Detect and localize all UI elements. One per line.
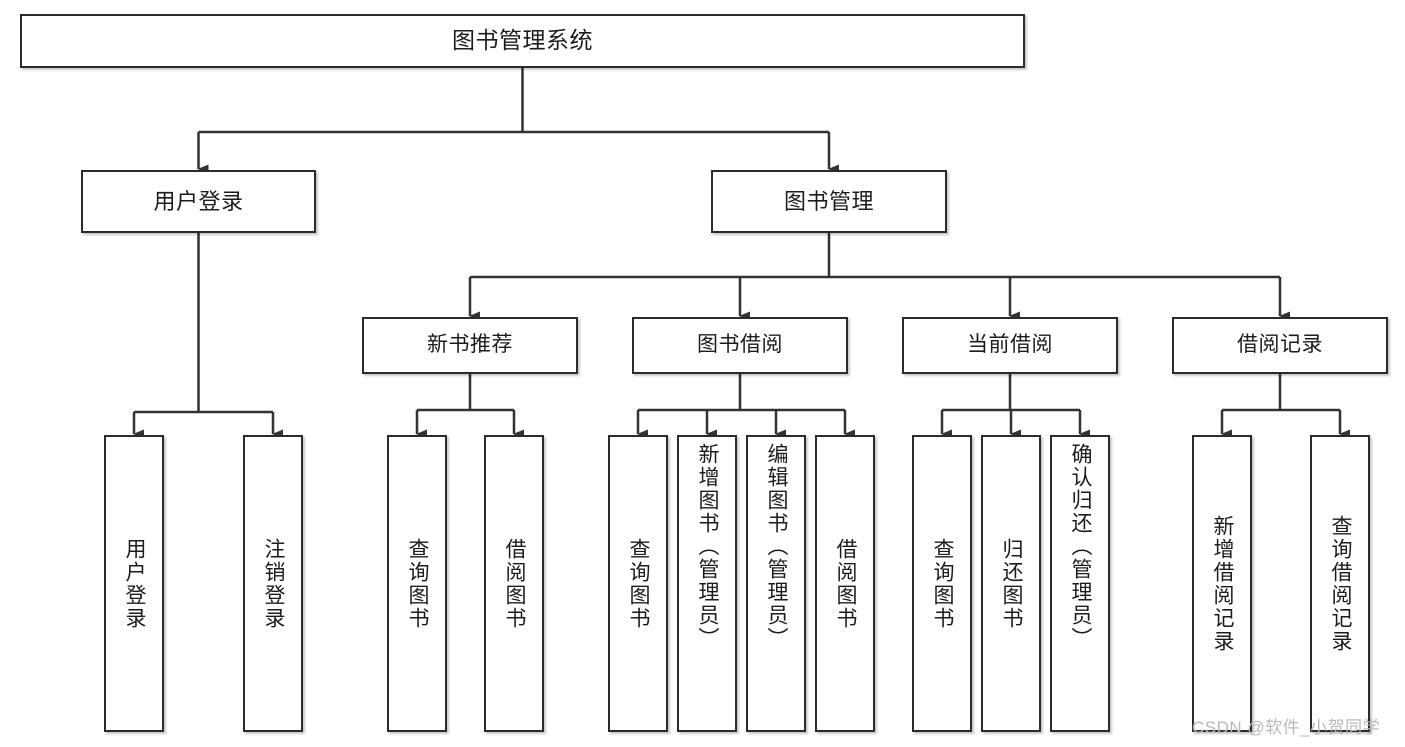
- node-label: 图书管理: [783, 188, 874, 214]
- node-login[interactable]: 用户登录: [81, 170, 316, 233]
- node-label: 查询图书: [931, 537, 955, 630]
- node-label: 新书推荐: [427, 333, 513, 357]
- node-label: 新增图书（管理员）: [696, 443, 720, 650]
- node-label: 查询图书: [406, 537, 430, 630]
- node-leaf-bor-1[interactable]: 查询图书: [608, 435, 668, 732]
- node-current[interactable]: 当前借阅: [902, 317, 1118, 374]
- node-label: 编辑图书（管理员）: [765, 443, 789, 650]
- node-leaf-bor-3[interactable]: 编辑图书（管理员）: [746, 435, 806, 732]
- node-label: 用户登录: [123, 537, 147, 630]
- node-label: 借阅记录: [1237, 333, 1323, 357]
- node-bookmgmt[interactable]: 图书管理: [711, 170, 947, 233]
- node-leaf-rec-2[interactable]: 查询借阅记录: [1310, 435, 1370, 732]
- node-leaf-bor-4[interactable]: 借阅图书: [815, 435, 875, 732]
- node-label: 借阅图书: [503, 537, 527, 630]
- node-root[interactable]: 图书管理系统: [20, 14, 1025, 68]
- node-leaf-login-2[interactable]: 注销登录: [243, 435, 303, 732]
- node-label: 新增借阅记录: [1211, 514, 1235, 653]
- node-label: 当前借阅: [967, 333, 1053, 357]
- node-leaf-cur-2[interactable]: 归还图书: [981, 435, 1041, 732]
- node-leaf-new-2[interactable]: 借阅图书: [484, 435, 544, 732]
- node-newbook[interactable]: 新书推荐: [362, 317, 578, 374]
- node-leaf-login-1[interactable]: 用户登录: [104, 435, 164, 732]
- node-label: 查询图书: [627, 537, 651, 630]
- node-leaf-rec-1[interactable]: 新增借阅记录: [1192, 435, 1252, 732]
- node-label: 图书借阅: [697, 333, 783, 357]
- node-label: 用户登录: [153, 188, 244, 214]
- node-label: 借阅图书: [834, 537, 858, 630]
- node-label: 图书管理系统: [452, 27, 593, 54]
- node-records[interactable]: 借阅记录: [1172, 317, 1388, 374]
- node-leaf-bor-2[interactable]: 新增图书（管理员）: [677, 435, 737, 732]
- node-leaf-new-1[interactable]: 查询图书: [387, 435, 447, 732]
- node-label: 归还图书: [1000, 537, 1024, 630]
- node-label: 查询借阅记录: [1329, 514, 1353, 653]
- connector-group: [132, 68, 1350, 439]
- node-label: 注销登录: [262, 537, 286, 630]
- node-leaf-cur-3[interactable]: 确认归还（管理员）: [1050, 435, 1110, 732]
- node-borrow[interactable]: 图书借阅: [632, 317, 848, 374]
- node-leaf-cur-1[interactable]: 查询图书: [912, 435, 972, 732]
- node-label: 确认归还（管理员）: [1069, 443, 1093, 650]
